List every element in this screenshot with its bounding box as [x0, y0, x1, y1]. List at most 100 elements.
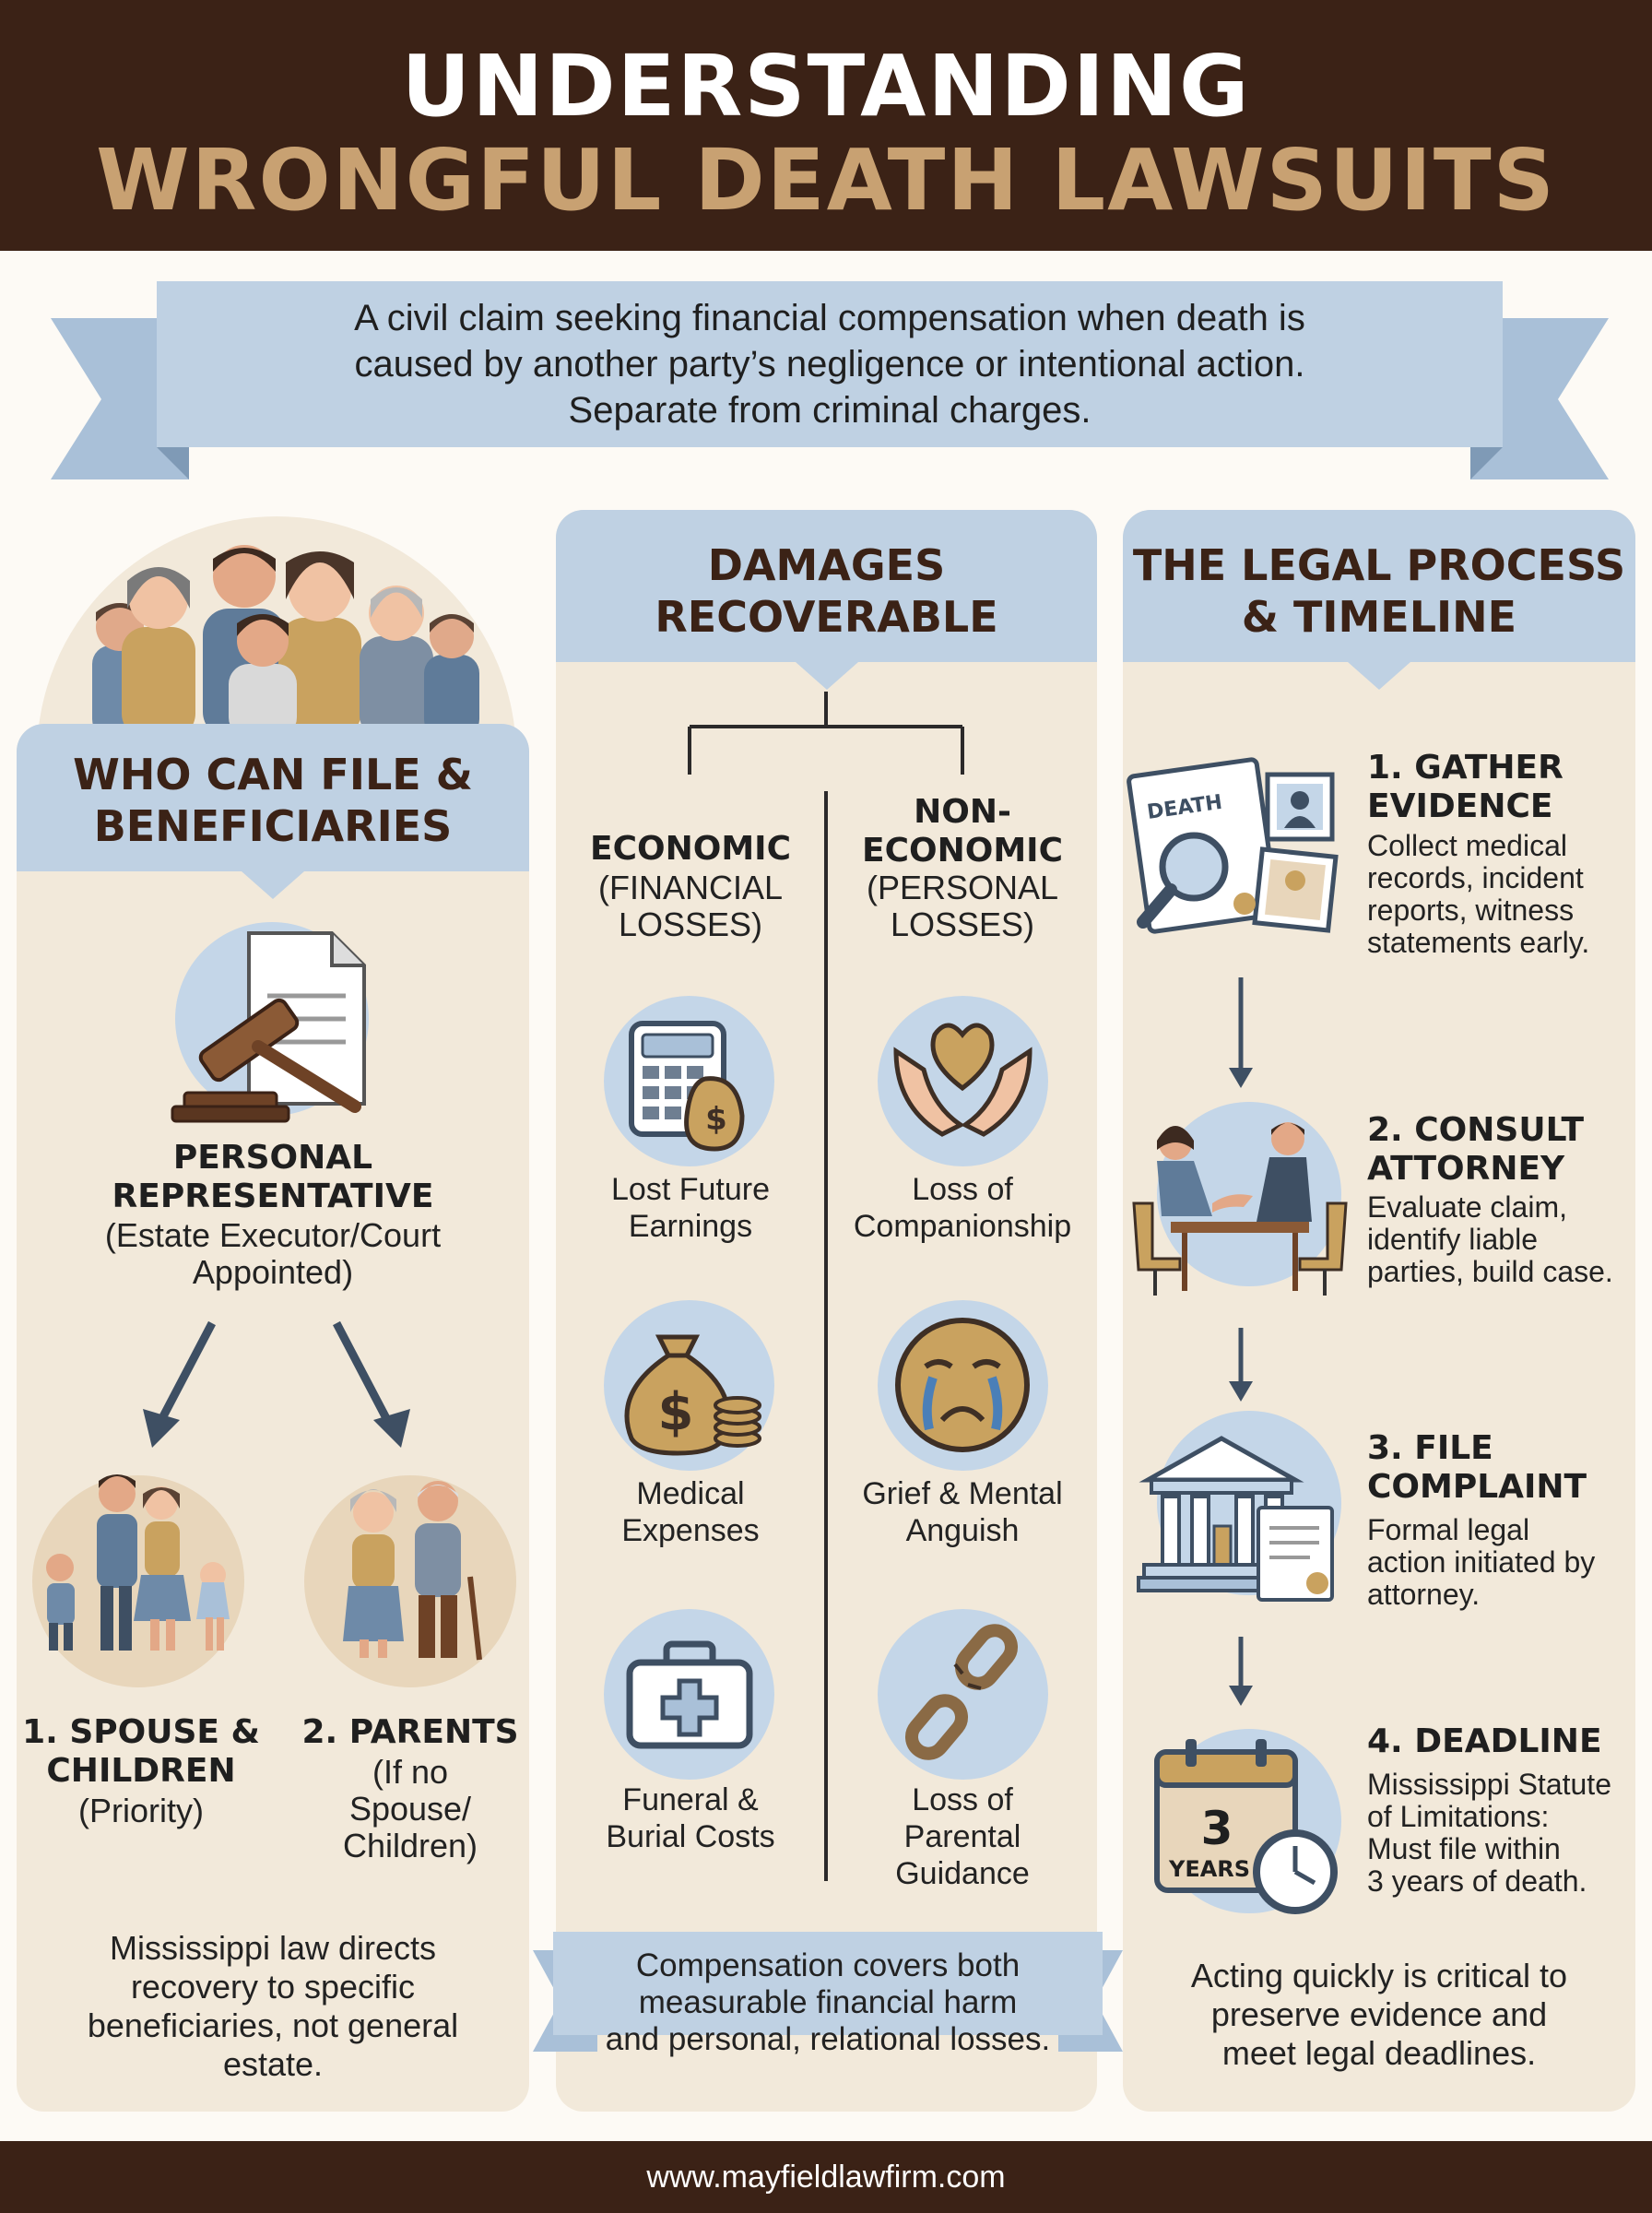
footer-url[interactable]: www.mayfieldlawfirm.com — [646, 2159, 1006, 2195]
who-note-line-4: estate. — [222, 2045, 324, 2083]
footer: www.mayfieldlawfirm.com — [0, 2141, 1652, 2213]
step-1-desc-line-4: statements early. — [1367, 926, 1590, 959]
noneconomic-item-3-label: Loss of Parental Guidance — [839, 1781, 1086, 1892]
noneconomic-item-2-label: Grief & Mental Anguish — [839, 1475, 1086, 1549]
step-1-title: 1. GATHER EVIDENCE — [1367, 749, 1634, 826]
step-1-title-line-1: 1. GATHER — [1367, 749, 1564, 787]
attorney-handshake-icon — [1132, 1122, 1348, 1296]
economic-sub-line-2: LOSSES) — [618, 905, 763, 943]
noneconomic-item-3-line-3: Guidance — [895, 1856, 1030, 1891]
step-3-description: Formal legal action initiated by attorne… — [1367, 1514, 1634, 1611]
step-3-title: 3. FILE COMPLAINT — [1367, 1429, 1634, 1507]
step-4-desc-line-4: 3 years of death. — [1367, 1864, 1587, 1898]
beneficiary-arrows — [143, 1320, 410, 1448]
economic-item-2-line-2: Expenses — [621, 1513, 760, 1548]
step-2-desc-line-1: Evaluate claim, — [1367, 1190, 1567, 1224]
who-note-line-2: recovery to specific — [130, 1968, 416, 2006]
noneconomic-title-line-2: ECONOMIC — [862, 832, 1063, 870]
step-2-desc-line-2: identify liable — [1367, 1223, 1538, 1256]
noneconomic-item-1-label: Loss of Companionship — [839, 1171, 1086, 1245]
who-title-line-2: BENEFICIARIES — [93, 801, 453, 851]
step-4-desc-line-2: of Limitations: — [1367, 1800, 1550, 1833]
step-3-desc-line-1: Formal legal — [1367, 1513, 1530, 1546]
medical-kit-icon — [626, 1640, 753, 1749]
noneconomic-subtitle: (PERSONAL LOSSES) — [839, 870, 1086, 943]
noneconomic-item-3-line-1: Loss of — [912, 1782, 1013, 1817]
personal-representative-title: PERSONAL REPRESENTATIVE — [17, 1139, 529, 1216]
parents-icon — [343, 1481, 482, 1661]
damages-title-line-1: DAMAGES — [707, 540, 946, 590]
evidence-documents-icon: DEATH — [1127, 757, 1339, 934]
damages-header-pointer — [796, 662, 858, 690]
parents-title: 2. PARENTS — [301, 1713, 519, 1751]
step-4-description: Mississippi Statute of Limitations: Must… — [1367, 1769, 1634, 1898]
who-note-line-1: Mississippi law directs — [109, 1929, 437, 1967]
step-2-title: 2. CONSULT ATTORNEY — [1367, 1111, 1634, 1189]
damages-note-line-2: measurable financial harm — [638, 1984, 1018, 2020]
economic-item-3-line-2: Burial Costs — [606, 1819, 775, 1854]
noneconomic-item-3-line-2: Parental — [903, 1819, 1021, 1854]
heart-hands-icon — [893, 1023, 1032, 1137]
process-title-line-2: & TIMELINE — [1241, 592, 1517, 642]
damages-note-ribbon — [533, 1932, 1123, 2052]
damages-tree-divider — [688, 692, 964, 1881]
broken-chain-icon — [905, 1624, 1018, 1760]
family-group-icon — [92, 545, 479, 738]
noneconomic-item-1-line-2: Companionship — [853, 1209, 1072, 1244]
who-title-line-1: WHO CAN FILE & — [73, 750, 473, 799]
b2-sub-line-1: (If no — [372, 1753, 449, 1791]
courthouse-icon — [1137, 1436, 1334, 1602]
who-header-pointer — [242, 871, 304, 899]
economic-item-1-label: Lost Future Earnings — [567, 1171, 814, 1245]
process-step-arrows — [1229, 977, 1253, 1706]
damages-note: Compensation covers both measurable fina… — [553, 1947, 1103, 2058]
noneconomic-sub-line-1: (PERSONAL — [866, 869, 1059, 906]
spouse-children-priority: (Priority) — [78, 1792, 204, 1829]
banner-ribbon-tails — [51, 318, 1609, 479]
noneconomic-title-line-1: NON- — [914, 793, 1011, 831]
who-can-file-note: Mississippi law directs recovery to spec… — [17, 1929, 529, 2084]
calendar-clock-icon: 3 YEARS — [1154, 1739, 1338, 1914]
calendar-label: YEARS — [1168, 1856, 1250, 1882]
rep-sub-line-1: (Estate Executor/Court — [104, 1216, 442, 1254]
process-note-line-1: Acting quickly is critical to — [1190, 1957, 1568, 1994]
who-can-file-title: WHO CAN FILE & BENEFICIARIES — [17, 749, 529, 852]
process-note-line-3: meet legal deadlines. — [1221, 2034, 1537, 2072]
gavel-icon — [171, 931, 366, 1123]
noneconomic-item-2-line-1: Grief & Mental — [862, 1476, 1063, 1511]
damages-note-line-3: and personal, relational losses. — [605, 2021, 1051, 2057]
noneconomic-sub-line-2: LOSSES) — [890, 905, 1035, 943]
rep-title-line-2: REPRESENTATIVE — [112, 1178, 434, 1215]
svg-text:$: $ — [705, 1101, 727, 1138]
personal-representative-subtitle: (Estate Executor/Court Appointed) — [17, 1217, 529, 1291]
damages-note-line-1: Compensation covers both — [635, 1947, 1021, 1983]
economic-item-2-line-1: Medical — [636, 1476, 745, 1511]
b1-title-line-2: CHILDREN — [46, 1752, 236, 1790]
economic-item-1-line-2: Earnings — [628, 1209, 753, 1244]
step-2-description: Evaluate claim, identify liable parties,… — [1367, 1191, 1634, 1288]
rep-sub-line-2: Appointed) — [192, 1253, 354, 1291]
economic-subtitle: (FINANCIAL LOSSES) — [567, 870, 814, 943]
broken-chain-circle — [878, 1609, 1048, 1780]
definition-line-2: caused by another party’s negligence or … — [354, 344, 1305, 385]
step-4-title: 4. DEADLINE — [1367, 1722, 1602, 1760]
definition-line-1: A civil claim seeking financial compensa… — [354, 298, 1305, 338]
title-line-1: UNDERSTANDING — [401, 37, 1251, 136]
step-1-title-line-2: EVIDENCE — [1367, 787, 1553, 825]
process-note: Acting quickly is critical to preserve e… — [1123, 1957, 1635, 2073]
step-1-desc-line-2: records, incident — [1367, 861, 1584, 894]
process-title-line-1: THE LEGAL PROCESS — [1132, 540, 1626, 590]
process-header-pointer — [1348, 662, 1410, 690]
spouse-children-icon — [46, 1474, 230, 1651]
step-4-desc-line-1: Mississippi Statute — [1367, 1768, 1611, 1801]
who-can-file-header — [17, 724, 529, 871]
crying-face-icon — [895, 1318, 1030, 1452]
step-2-title-line-2: ATTORNEY — [1367, 1150, 1565, 1188]
noneconomic-item-1-line-1: Loss of — [912, 1172, 1013, 1207]
step-4-desc-line-3: Must file within — [1367, 1832, 1561, 1865]
process-note-line-2: preserve evidence and — [1210, 1995, 1548, 2033]
definition-text: A civil claim seeking financial compensa… — [157, 281, 1503, 447]
b1-title-line-1: 1. SPOUSE & — [22, 1713, 260, 1751]
header: UNDERSTANDING WRONGFUL DEATH LAWSUITS — [0, 0, 1652, 251]
spouse-children-title: 1. SPOUSE & CHILDREN — [17, 1713, 266, 1791]
